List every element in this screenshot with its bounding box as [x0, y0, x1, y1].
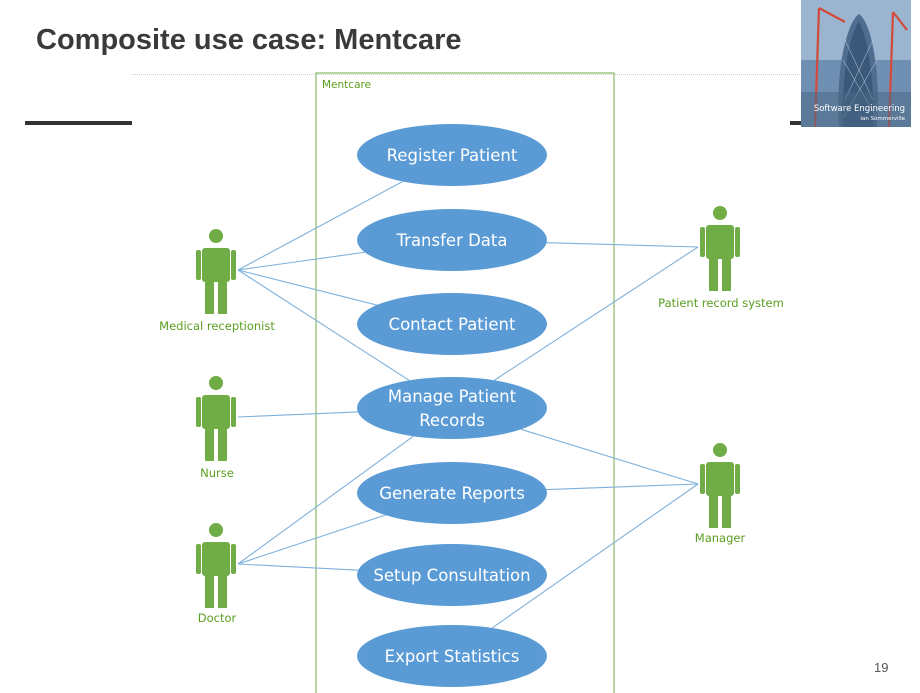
- use-case-ellipse: [357, 544, 547, 606]
- use-case-ellipse: [357, 209, 547, 271]
- use-case-ellipse: [357, 293, 547, 355]
- use-case-consult: Setup Consultation: [357, 544, 547, 606]
- system-boundary-label: Mentcare: [322, 79, 371, 91]
- title-underline-left: [25, 121, 132, 125]
- stick-figure-icon: [700, 206, 740, 291]
- use-case-transfer: Transfer Data: [357, 209, 547, 271]
- use-case-label: Export Statistics: [385, 647, 520, 666]
- association-prs-transfer: [546, 242, 699, 248]
- use-case-ellipse: [357, 462, 547, 524]
- association-doctor-reports: [237, 514, 386, 565]
- association-receptionist-manage: [237, 269, 410, 381]
- association-doctor-consult: [237, 563, 359, 571]
- stick-figure-icon: [196, 523, 236, 608]
- use-case-label: Contact Patient: [389, 315, 516, 334]
- use-case-label: Manage Patient: [388, 387, 517, 406]
- stick-figure-icon: [196, 229, 236, 314]
- use-case-ellipse: [357, 124, 547, 186]
- association-nurse-manage: [237, 411, 358, 418]
- slide-title: Composite use case: Mentcare: [36, 24, 462, 56]
- use-case-ellipse: [357, 625, 547, 687]
- page-number: 19: [874, 660, 889, 675]
- actor-manager: Manager: [695, 443, 746, 545]
- actor-label: Doctor: [198, 611, 237, 625]
- actor-label: Nurse: [200, 466, 234, 480]
- stick-figure-icon: [196, 376, 236, 461]
- stick-figure-icon: [700, 443, 740, 528]
- actor-receptionist: Medical receptionist: [159, 229, 275, 333]
- use-case-export: Export Statistics: [357, 625, 547, 687]
- actor-label: Medical receptionist: [159, 319, 275, 333]
- use-case-label: Setup Consultation: [373, 566, 530, 585]
- use-case-contact: Contact Patient: [357, 293, 547, 355]
- actor-prs: Patient record system: [658, 206, 784, 310]
- association-receptionist-contact: [237, 269, 377, 306]
- association-manager-export: [491, 483, 699, 629]
- book-cover-image: Software Engineering Ian Sommerville: [801, 0, 911, 127]
- association-manager-reports: [546, 483, 699, 491]
- header-dotted-rule: [132, 74, 812, 75]
- use-case-label: Transfer Data: [396, 231, 508, 250]
- use-case-label: Records: [419, 411, 485, 430]
- cover-author: Ian Sommerville: [860, 116, 905, 122]
- actor-label: Patient record system: [658, 296, 784, 310]
- association-receptionist-register: [237, 181, 403, 271]
- actor-label: Manager: [695, 531, 746, 545]
- association-prs-manage: [494, 246, 699, 381]
- use-case-register: Register Patient: [357, 124, 547, 186]
- use-case-reports: Generate Reports: [357, 462, 547, 524]
- system-boundary: [315, 72, 615, 693]
- association-doctor-manage: [237, 435, 414, 565]
- actor-doctor: Doctor: [196, 523, 237, 625]
- actor-nurse: Nurse: [196, 376, 236, 480]
- use-case-ellipse: [357, 377, 547, 439]
- use-case-label: Generate Reports: [379, 484, 525, 503]
- use-case-label: Register Patient: [387, 146, 518, 165]
- cover-title: Software Engineering: [814, 104, 905, 114]
- association-receptionist-transfer: [237, 251, 365, 271]
- associations: [237, 181, 699, 629]
- association-manager-manage: [520, 428, 699, 485]
- title-underline-right: [790, 121, 810, 125]
